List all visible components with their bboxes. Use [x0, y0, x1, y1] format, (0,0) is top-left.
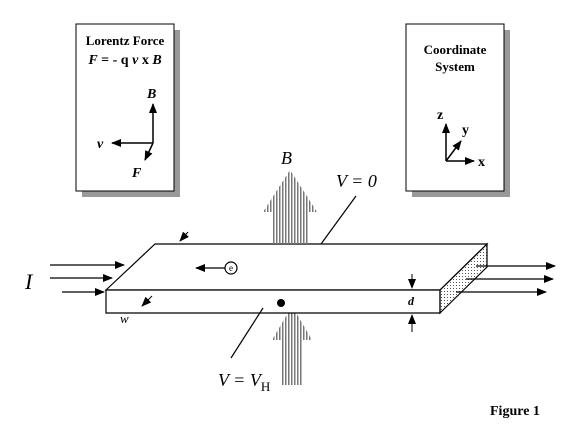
- lorentz-force-box: Lorentz Force F = - q v x B B v F: [75, 23, 180, 197]
- slab-top-face: [104, 243, 489, 291]
- hall-contact-dot: [277, 299, 285, 307]
- semiconductor-slab: [104, 242, 489, 315]
- figure-caption: Figure 1: [490, 404, 540, 419]
- axis-y-arrow: [445, 140, 462, 162]
- equation-B: B: [151, 53, 161, 68]
- thickness-label: d: [408, 294, 415, 308]
- V-zero-label: V = 0: [336, 171, 377, 191]
- hall-voltage-lead: [230, 307, 264, 359]
- lorentz-force-title: Lorentz Force: [86, 33, 165, 48]
- top-voltage-lead: [320, 195, 357, 245]
- lorentz-force-equation: F = - q v x B: [87, 53, 161, 68]
- axis-y-label: y: [462, 123, 469, 138]
- electron-symbol: [224, 261, 238, 275]
- V-hall-label: V = VH: [218, 370, 270, 394]
- equation-mid: = - q: [98, 53, 132, 68]
- coordinate-title-line2: System: [435, 59, 475, 74]
- B-field-label: B: [281, 148, 292, 168]
- magnetic-field-arrow-lower: [272, 306, 312, 385]
- edge-tick-front: [141, 295, 153, 307]
- vector-F-arrow: [144, 142, 154, 161]
- axis-z-label: z: [437, 108, 443, 123]
- current-in-arrows: [50, 261, 125, 296]
- coordinate-system-box: Coordinate System z y x: [405, 23, 510, 197]
- vector-B-label: B: [146, 87, 156, 102]
- magnetic-field-arrow-upper: [263, 170, 317, 244]
- slab-end-face: [439, 242, 488, 315]
- axis-x-label: x: [478, 155, 485, 170]
- vector-F-label: F: [131, 166, 142, 181]
- vector-v-label: v: [97, 137, 104, 152]
- current-out-arrows: [456, 262, 556, 296]
- edge-tick-top: [179, 231, 189, 242]
- coordinate-title-line1: Coordinate: [424, 42, 487, 57]
- equation-F: F: [87, 53, 98, 68]
- equation-cross: x: [138, 53, 152, 68]
- equation-v: v: [132, 53, 139, 68]
- current-label: I: [24, 269, 34, 294]
- width-label: w: [120, 311, 129, 326]
- slab-front-face: [105, 289, 441, 314]
- electron-label: e: [229, 263, 233, 273]
